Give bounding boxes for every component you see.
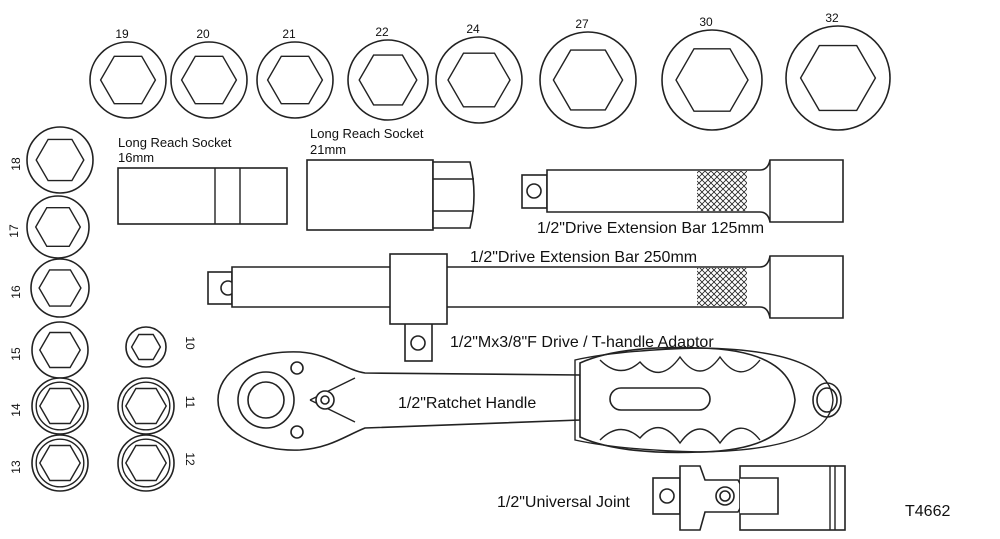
- socket-size-label: 15: [9, 347, 23, 361]
- socket-size-label: 16: [9, 285, 23, 299]
- hex-opening: [180, 55, 238, 105]
- socket: 18: [9, 126, 94, 194]
- hex-opening: [124, 387, 168, 425]
- long-reach-16-label-2: 16mm: [118, 150, 154, 165]
- ratchet-handle: 1/2"Ratchet Handle: [217, 346, 842, 454]
- socket-size-label: 32: [825, 11, 839, 25]
- socket-size-label: 27: [575, 17, 589, 31]
- socket: 20: [170, 27, 248, 119]
- socket: 13: [9, 434, 89, 492]
- long-reach-21-label-2: 21mm: [310, 142, 346, 157]
- socket: 32: [785, 11, 891, 131]
- ext-250-label: 1/2"Drive Extension Bar 250mm: [470, 249, 697, 266]
- ext-125-label: 1/2"Drive Extension Bar 125mm: [537, 220, 764, 237]
- t-handle-adaptor: 1/2"Mx3/8"F Drive / T-handle Adaptor: [389, 253, 714, 362]
- socket: 22: [347, 25, 429, 121]
- long-reach-16-label-1: Long Reach Socket: [118, 135, 232, 150]
- product-code: T4662: [905, 503, 950, 520]
- ratchet-label: 1/2"Ratchet Handle: [398, 395, 536, 412]
- socket-size-label: 12: [183, 452, 197, 466]
- socket: 11: [117, 377, 197, 435]
- universal-joint: 1/2"Universal Joint: [497, 465, 846, 531]
- socket: 15: [9, 321, 89, 379]
- socket: 24: [435, 22, 523, 124]
- socket-size-label: 14: [9, 403, 23, 417]
- hex-opening: [552, 49, 624, 111]
- socket-size-label: 17: [7, 224, 21, 238]
- hex-opening: [99, 55, 157, 105]
- long-reach-socket-16mm: Long Reach Socket 16mm: [117, 135, 288, 225]
- hex-opening: [675, 48, 749, 112]
- socket-size-label: 21: [282, 27, 296, 41]
- extension-bar-250mm: 1/2"Drive Extension Bar 250mm: [207, 249, 844, 319]
- hex-opening: [358, 54, 418, 106]
- socket-size-label: 24: [466, 22, 480, 36]
- long-reach-socket-21mm: Long Reach Socket 21mm: [306, 126, 475, 231]
- socket-size-label: 18: [9, 157, 23, 171]
- hex-opening: [38, 269, 82, 307]
- hex-opening: [38, 387, 82, 425]
- socket: 16: [9, 258, 90, 318]
- hex-opening: [447, 52, 511, 108]
- socket: 27: [539, 17, 637, 129]
- socket: 30: [661, 15, 763, 131]
- socket: 12: [117, 434, 197, 492]
- socket-size-label: 10: [183, 336, 197, 350]
- socket: 17: [7, 195, 90, 259]
- socket-size-label: 30: [699, 15, 713, 29]
- hex-opening: [38, 331, 82, 369]
- hex-opening: [130, 333, 162, 361]
- hex-opening: [266, 55, 324, 105]
- socket-size-label: 20: [196, 27, 210, 41]
- socket: 19: [89, 27, 167, 119]
- socket: 10: [125, 326, 197, 368]
- long-reach-21-label-1: Long Reach Socket: [310, 126, 424, 141]
- hex-opening: [799, 44, 877, 112]
- socket-size-label: 22: [375, 25, 389, 39]
- hex-opening: [124, 444, 168, 482]
- socket: 14: [9, 377, 89, 435]
- ujoint-label: 1/2"Universal Joint: [497, 494, 630, 511]
- sockets-group: 19 20 21 22 24 27 30 32 18 17 16 15 14 13 10 11 12: [7, 11, 891, 492]
- socket: 21: [256, 27, 334, 119]
- hex-opening: [38, 444, 82, 482]
- hex-opening: [34, 206, 82, 248]
- socket-size-label: 11: [183, 396, 197, 409]
- socket-size-label: 13: [9, 460, 23, 474]
- hex-opening: [35, 138, 85, 182]
- extension-bar-125mm: 1/2"Drive Extension Bar 125mm: [521, 159, 844, 237]
- socket-size-label: 19: [115, 27, 129, 41]
- adaptor-label: 1/2"Mx3/8"F Drive / T-handle Adaptor: [450, 334, 714, 351]
